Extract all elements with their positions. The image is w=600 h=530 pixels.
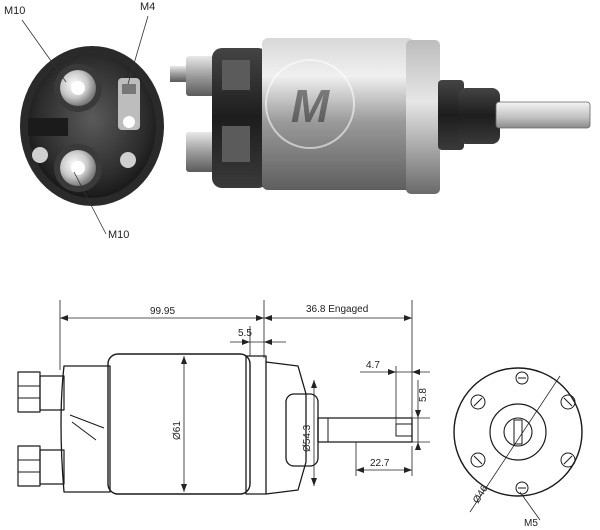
drawing-tab [317,417,413,443]
dim-plunger-length: 22.7 [370,458,390,469]
dim-screw: M5 [524,518,538,529]
dim-body-dia: Ø61 [172,421,183,440]
plunger-housing [458,88,500,144]
watermark-logo [265,59,355,149]
dim-pilot-dia: Ø54.3 [302,424,313,452]
plunger-tab [495,101,591,129]
front-pilot [489,403,547,461]
front-flange-outer [453,367,583,497]
dim-overall-length: 99.95 [150,306,175,317]
side-view-photo: M [170,38,591,194]
dim-slot-width: 4.7 [366,360,380,371]
nut-top [186,56,218,96]
photo-callouts: M10 M4 M10 [4,1,155,241]
contact-strap [28,118,68,136]
end-view-photo [20,46,164,206]
label-m10-top: M10 [4,5,25,17]
dim-engaged: 36.8 Engaged [306,304,368,315]
nose [438,80,464,150]
dim-flange: 5.5 [238,328,252,339]
solenoid-body [262,38,414,190]
drawing-body [107,353,251,495]
mounting-flange [406,40,440,194]
label-m10-bottom: M10 [108,229,129,241]
drawing-flange [245,355,267,495]
dim-bolt-circle: Ø46 [471,483,491,505]
label-m4: M4 [140,1,155,13]
watermark-letter: M [291,80,331,132]
front-view-drawing: Ø46 M5 [453,367,583,529]
dim-tab-thickness: 5.8 [418,388,429,402]
dimensions: 99.95 36.8 Engaged 5.5 Ø61 Ø54.3 4.7 5.8 [59,300,430,492]
nut-bottom [186,132,218,172]
side-view-drawing [17,353,413,495]
